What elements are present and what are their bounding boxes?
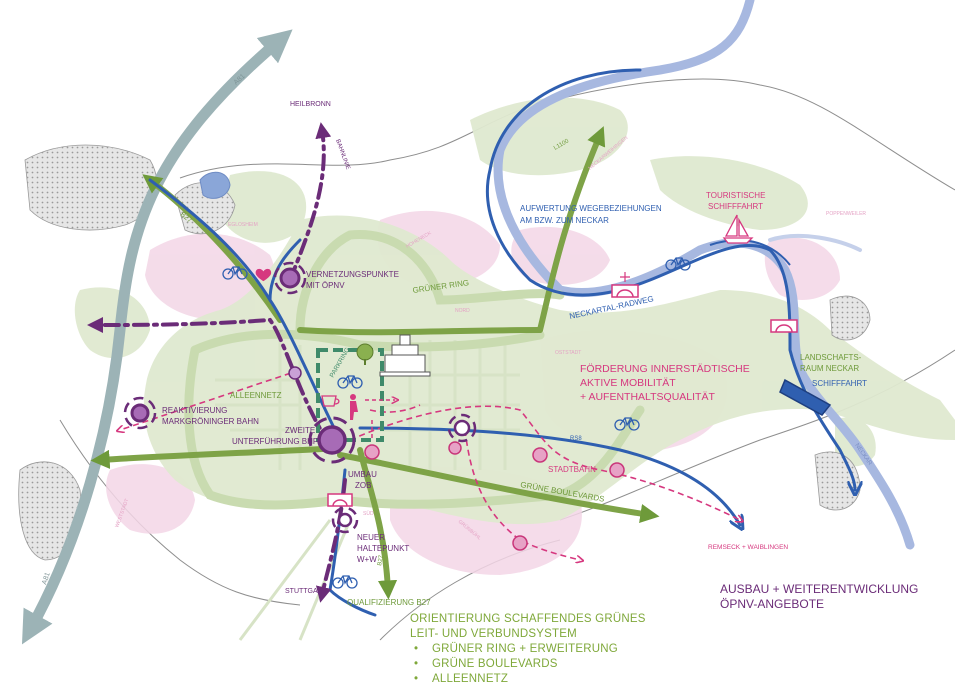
label-foerderung3: + AUFENTHALTSQUALITÄT [580, 391, 715, 403]
label-neuer3: W+W [357, 555, 377, 564]
label-poppenweiler: POPPENWEILER [826, 211, 866, 217]
label-a81-bottom: A81 [41, 572, 52, 586]
label-aufwertung2: AM BZW. ZUM NECKAR [520, 216, 609, 225]
bridge-icon [327, 272, 798, 507]
label-sued: SÜD [363, 510, 374, 517]
label-foerderung2: AKTIVE MOBILITÄT [580, 377, 676, 389]
label-remseck: REMSECK + WAIBLINGEN [708, 544, 788, 551]
label-heilbronn: HEILBRONN [290, 101, 331, 108]
label-rs8: RS8 [570, 436, 582, 442]
label-reaktivierung1: REAKTIVIERUNG [162, 406, 227, 415]
network-node-bahnhof [308, 416, 356, 464]
label-eglosheim: EGLOSHEIM [228, 222, 258, 228]
label-stuttgart: STUTTGART [285, 588, 328, 595]
palace-icon [379, 334, 431, 377]
label-vernetzung2: MIT ÖPNV [306, 281, 345, 290]
network-node-oststadt [447, 413, 477, 443]
label-stadtbahn: STADTBAHN [548, 465, 596, 474]
label-reaktivierung2: MARKGRÖNINGER BAHN [162, 417, 259, 426]
label-umbau2: ZOB [355, 481, 371, 490]
network-node-reaktivierung [123, 396, 157, 430]
legend-green-title1: ORIENTIERUNG SCHAFFENDES GRÜNES [410, 613, 646, 625]
parkring-loop [316, 348, 384, 442]
label-zweite1: ZWEITE [285, 426, 315, 435]
legend-green-list: GRÜNER RING + ERWEITERUNG GRÜNE BOULEVAR… [410, 642, 646, 687]
network-node-vernetzung [273, 261, 307, 295]
legend-item-gruene-boulevards: GRÜNE BOULEVARDS [414, 657, 646, 672]
legend-green-system: ORIENTIERUNG SCHAFFENDES GRÜNES LEIT- UN… [410, 612, 646, 687]
center-small-arrows [365, 400, 395, 440]
label-landschaft2: RAUM NECKAR [800, 364, 859, 373]
network-node-haltepunkt [331, 506, 359, 534]
legend-green-title2: LEIT- UND VERBUNDSYSTEM [410, 628, 577, 640]
legend-opnv-line2: ÖPNV-ANGEBOTE [720, 597, 825, 611]
legend-opnv-line1: AUSBAU + WEITERENTWICKLUNG [720, 582, 919, 596]
label-aufwertung: AUFWERTUNG WEGEBEZIEHUNGEN [520, 204, 662, 213]
heart-icon [255, 268, 272, 282]
legend-item-gruener-ring: GRÜNER RING + ERWEITERUNG [414, 642, 646, 657]
label-alleennetz: ALLEENNETZ [230, 391, 282, 400]
label-zweite2: UNTERFÜHRUNG BHF [232, 437, 318, 446]
label-neuer2: HALTEPUNKT [357, 544, 409, 553]
label-oststadt: OSTSTADT [555, 350, 581, 356]
label-landschaft1: LANDSCHAFTS- [800, 353, 862, 362]
a81-motorway [21, 29, 293, 645]
pink-dashed-lines [120, 369, 740, 560]
boat-route [779, 378, 832, 416]
pedestrian-icon [350, 394, 358, 420]
sailboat-icon [722, 214, 754, 244]
lake [199, 171, 231, 199]
label-foerderung1: FÖRDERUNG INNERSTÄDTISCHE [580, 363, 750, 375]
cafe-icon [321, 395, 340, 407]
label-nord: NORD [455, 308, 470, 314]
label-b27-bottom: B27 [377, 554, 385, 566]
neckar-river-bank [768, 233, 862, 252]
label-schifffahrt-right: SCHIFFFAHRT [812, 379, 867, 388]
label-vernetzung1: VERNETZUNGSPUNKTE [306, 270, 399, 279]
boat-route-line [709, 239, 791, 266]
neckar-river [493, 0, 915, 550]
label-qualifizierung: QUALIFIZIERUNG B27 [347, 598, 431, 607]
legend-item-alleennetz: ALLEENNETZ [414, 672, 646, 687]
tree-icon [356, 343, 374, 365]
label-umbau1: UMBAU [348, 470, 377, 479]
label-neuer1: NEUER [357, 533, 385, 542]
label-touristische: TOURISTISCHE [706, 191, 765, 200]
station-points [288, 366, 625, 551]
label-schifffahrt-top: SCHIFFFAHRT [708, 202, 763, 211]
bicycle-icon [222, 257, 691, 589]
legend-opnv: AUSBAU + WEITERENTWICKLUNG ÖPNV-ANGEBOTE [720, 582, 918, 612]
